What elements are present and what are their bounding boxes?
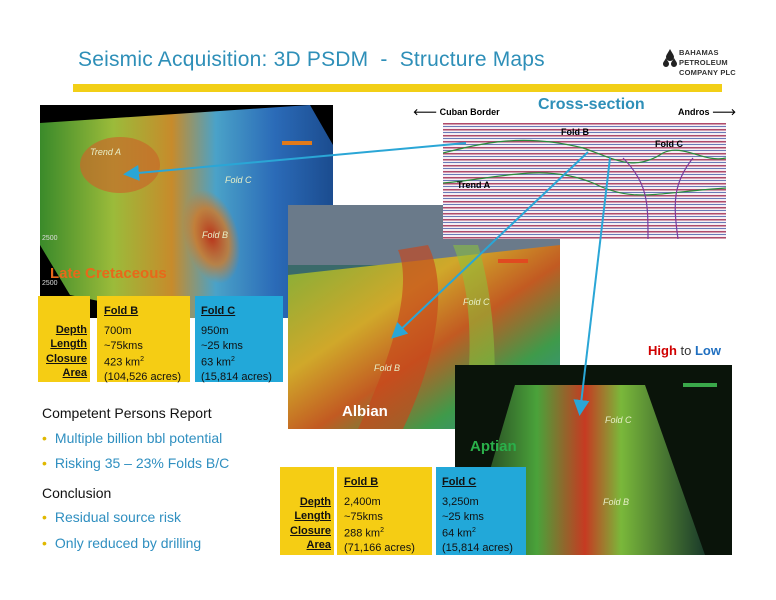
table2-fold-b-header: Fold B	[344, 476, 379, 488]
aptian-label: Aptian	[470, 438, 517, 455]
table2-fold-c-depth: 3,250m	[442, 496, 479, 509]
late-cretaceous-structure-map: 2500 2500 Trend A Fold C Fold B	[40, 105, 333, 318]
table1-fold-b-column: Fold B 700m ~75kms 423 km2 (104,526 acre…	[97, 296, 190, 383]
table1-fold-c-length: ~25 kms	[201, 339, 243, 352]
table1-fold-b-length: ~75kms	[104, 339, 143, 352]
droplets-logo-icon	[663, 49, 677, 67]
xsec-trend-a-label: Trend A	[457, 180, 491, 190]
table2-label-closure: Closure	[290, 524, 331, 537]
table2-fold-b-area: (71,166 acres)	[344, 541, 415, 554]
logo-line-2: PETROLEUM	[679, 58, 728, 67]
fold-c-label: Fold C	[225, 175, 252, 185]
table1-fold-b-depth: 700m	[104, 325, 132, 338]
bullet-icon: •	[42, 430, 47, 446]
xsec-fold-c-label: Fold C	[655, 139, 683, 149]
depth-tick-2: 2500	[42, 280, 58, 287]
table2-fold-b-closure: 288 km	[344, 527, 381, 540]
seismic-cross-section: Fold B Fold C Trend A	[443, 123, 726, 239]
superscript: 2	[230, 355, 235, 363]
table1-label-length: Length	[50, 338, 87, 351]
legend-low: Low	[694, 343, 721, 358]
table2-label-area: Area	[306, 538, 331, 551]
table2-fold-b-length: ~75kms	[344, 510, 383, 523]
table1-fold-c-header: Fold C	[201, 305, 236, 317]
table1-fold-c-column: Fold C 950m ~25 kms 63 km2 (15,814 acres…	[195, 296, 283, 383]
xsec-fold-b-label: Fold B	[561, 127, 589, 137]
cross-section-title: Cross-section	[538, 96, 645, 113]
table1-fold-b-closure: 423 km	[104, 356, 141, 369]
superscript: 2	[140, 355, 144, 363]
company-logo: BAHAMAS PETROLEUM COMPANY PLC	[662, 44, 762, 82]
albian-fold-b-label: Fold B	[374, 363, 401, 373]
table1-fold-c-closure: 63 km	[201, 356, 231, 369]
table2-fold-c-column: Fold C 3,250m ~25 kms 64 km2 (15,814 acr…	[436, 467, 526, 555]
fold-b-label: Fold B	[202, 230, 229, 240]
slide-title: Seismic Acquisition: 3D PSDM - Structure…	[78, 48, 545, 71]
legend-high: High	[648, 343, 677, 358]
cpr-item-2: •Risking 35 – 23% Folds B/C	[42, 455, 230, 471]
table1-fold-c-area: (15,814 acres)	[201, 370, 272, 383]
table1-label-area: Area	[62, 366, 87, 379]
table1-row-labels: Depth Length Closure Area	[38, 296, 90, 382]
depth-tick-1: 2500	[42, 235, 58, 242]
superscript: 2	[471, 526, 476, 534]
table2-fold-b-depth: 2,400m	[344, 496, 381, 509]
albian-fold-c-label: Fold C	[463, 297, 490, 307]
late-cretaceous-label: Late Cretaceous	[50, 265, 167, 282]
cpr-heading: Competent Persons Report	[42, 405, 212, 421]
conclusion-item-2: •Only reduced by drilling	[42, 535, 202, 551]
title-underline-bar	[73, 84, 722, 92]
table2-row-labels: Depth Length Closure Area	[280, 467, 334, 555]
table1-fold-c-depth: 950m	[201, 325, 229, 338]
table2-fold-c-area: (15,814 acres)	[442, 541, 513, 554]
conclusion-heading: Conclusion	[42, 485, 112, 501]
table1-label-closure: Closure	[46, 352, 87, 365]
table2-label-depth: Depth	[299, 496, 331, 508]
logo-line-1: BAHAMAS	[679, 48, 719, 57]
color-scale-legend: High to Low	[648, 343, 721, 358]
andros-direction: Andros 🡒	[678, 107, 737, 117]
table1-fold-b-header: Fold B	[104, 305, 139, 317]
bullet-icon: •	[42, 455, 47, 471]
albian-structure-map: Fold C Fold B	[288, 205, 560, 429]
table1-label-depth: Depth	[55, 324, 87, 336]
trend-a-label: Trend A	[90, 147, 122, 157]
table2-fold-c-length: ~25 kms	[442, 510, 484, 523]
cpr-item-1: •Multiple billion bbl potential	[42, 430, 223, 446]
cuban-border-direction: 🡐 Cuban Border	[413, 107, 500, 117]
table2-fold-b-column: Fold B 2,400m ~75kms 288 km2 (71,166 acr…	[337, 467, 432, 555]
table2-fold-c-header: Fold C	[442, 476, 477, 488]
superscript: 2	[380, 526, 384, 534]
bullet-icon: •	[42, 509, 47, 525]
table2-fold-c-closure: 64 km	[442, 527, 472, 540]
bullet-icon: •	[42, 535, 47, 551]
albian-label: Albian	[342, 403, 388, 420]
legend-to: to	[676, 343, 695, 358]
aptian-fold-b-label: Fold B	[603, 497, 630, 507]
table2-label-length: Length	[294, 510, 331, 523]
logo-line-3: COMPANY PLC	[679, 68, 736, 77]
aptian-fold-c-label: Fold C	[605, 415, 632, 425]
table1-fold-b-area: (104,526 acres)	[104, 370, 182, 383]
conclusion-item-1: •Residual source risk	[42, 509, 181, 525]
